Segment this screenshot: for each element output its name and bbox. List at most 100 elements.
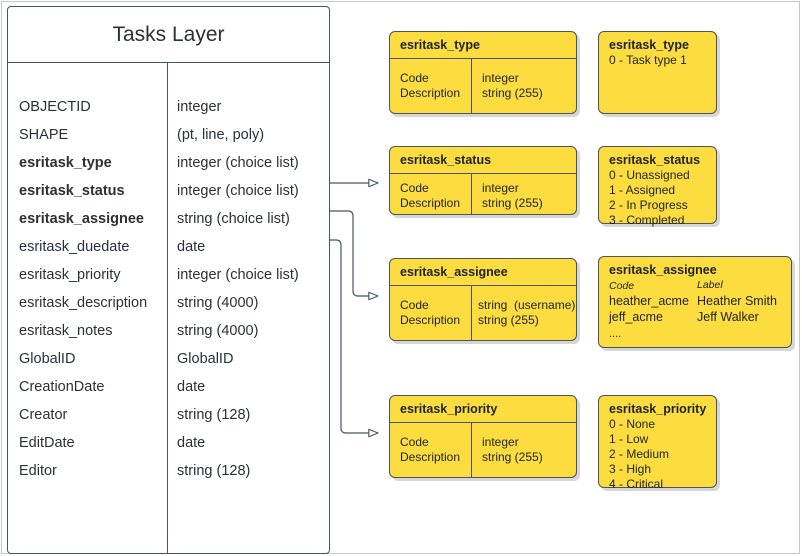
field-type: integer (choice list): [177, 155, 299, 171]
domain-field-names: Code Description: [400, 298, 461, 327]
tasks-layer-field-list: OBJECTID integer SHAPE (pt, line, poly) …: [8, 63, 329, 553]
value-list-title: esritask_assignee: [609, 263, 717, 277]
value-list-title: esritask_status: [609, 153, 701, 167]
domain-table-priority: esritask_priority Code Description integ…: [389, 395, 577, 478]
list-item: heather_acme Heather Smith: [609, 293, 791, 309]
column-divider: [471, 174, 473, 215]
domain-table-assignee: esritask_assignee Code Description strin…: [389, 258, 577, 341]
domain-table-type: esritask_type Code Description integer s…: [389, 31, 577, 114]
field-type: date: [177, 239, 206, 255]
value-list-items: 0 - Task type 1: [599, 53, 716, 68]
list-item: 4 - Critical: [609, 477, 664, 491]
assignee-label: Heather Smith: [697, 294, 777, 308]
list-item: 1 - Low: [609, 432, 649, 446]
field-name: esritask_priority: [19, 267, 121, 283]
value-list-priority: esritask_priority 0 - None 1 - Low 2 - M…: [598, 395, 717, 491]
value-list-title: esritask_type: [609, 38, 689, 52]
list-item: jeff_acme Jeff Walker: [609, 309, 791, 325]
value-list-type: esritask_type 0 - Task type 1: [598, 31, 717, 114]
table-row: SHAPE (pt, line, poly): [8, 121, 329, 149]
table-row: esritask_duedate date: [8, 233, 329, 261]
assignee-label: Jeff Walker: [697, 310, 759, 324]
domain-field-types: integer string (255): [482, 71, 543, 100]
list-item: 2 - Medium: [609, 447, 670, 461]
field-type: GlobalID: [177, 351, 234, 367]
field-type: string (4000): [177, 323, 259, 339]
assignee-code-header: Code: [609, 280, 635, 292]
table-row: EditDate date: [8, 429, 329, 457]
value-list-items: 0 - None 1 - Low 2 - Medium 3 - High 4 -…: [599, 417, 716, 492]
column-divider: [471, 286, 473, 341]
ellipsis-text: ....: [609, 328, 622, 340]
field-name: esritask_assignee: [19, 211, 144, 227]
list-item: 1 - Assigned: [609, 183, 676, 197]
table-row: esritask_assignee string (choice list): [8, 205, 329, 233]
field-name: OBJECTID: [19, 99, 91, 115]
field-name: esritask_status: [19, 183, 125, 199]
assignee-label-header: Label: [697, 279, 723, 291]
field-name: esritask_notes: [19, 323, 113, 339]
domain-table-title: esritask_priority: [390, 396, 576, 423]
table-row: esritask_status integer (choice list): [8, 177, 329, 205]
list-header-row: Code Label: [609, 277, 791, 293]
domain-field-types: integer string (255): [482, 181, 543, 210]
field-name: Editor: [19, 463, 57, 479]
domain-field-names: Code Description: [400, 435, 461, 464]
field-type: string (128): [177, 407, 251, 423]
table-row: esritask_description string (4000): [8, 289, 329, 317]
value-list-items: Code Label heather_acme Heather Smith je…: [599, 277, 791, 340]
field-name: esritask_description: [19, 295, 148, 311]
field-name: Creator: [19, 407, 68, 423]
column-divider: [167, 63, 168, 553]
value-list-items: 0 - Unassigned 1 - Assigned 2 - In Progr…: [599, 168, 716, 228]
field-type: integer: [177, 99, 222, 115]
page-title: Tasks Layer: [8, 7, 329, 63]
field-type: string (128): [177, 463, 251, 479]
column-divider: [471, 59, 473, 114]
value-list-assignee: esritask_assignee Code Label heather_acm…: [598, 256, 792, 348]
assignee-code: jeff_acme: [609, 310, 663, 324]
table-row: CreationDate date: [8, 373, 329, 401]
field-name: EditDate: [19, 435, 75, 451]
table-row: esritask_type integer (choice list): [8, 149, 329, 177]
table-row: OBJECTID integer: [8, 93, 329, 121]
list-item: 0 - Unassigned: [609, 168, 690, 182]
field-type: string (4000): [177, 295, 259, 311]
table-row: Editor string (128): [8, 457, 329, 485]
table-row: Creator string (128): [8, 401, 329, 429]
tasks-layer-table: Tasks Layer OBJECTID integer SHAPE (pt, …: [7, 6, 330, 554]
domain-field-names: Code Description: [400, 181, 461, 210]
field-type: string (choice list): [177, 211, 290, 227]
domain-table-title: esritask_assignee: [390, 259, 576, 286]
domain-table-title: esritask_type: [390, 32, 576, 59]
field-name: esritask_type: [19, 155, 112, 171]
domain-field-names: Code Description: [400, 71, 461, 100]
domain-field-types: string (username) string (255): [478, 298, 576, 327]
table-row: esritask_notes string (4000): [8, 317, 329, 345]
list-item: 3 - High: [609, 462, 652, 476]
domain-table-status: esritask_status Code Description integer…: [389, 146, 577, 215]
list-item: 0 - None: [609, 417, 656, 431]
value-list-status: esritask_status 0 - Unassigned 1 - Assig…: [598, 146, 717, 227]
field-type: integer (choice list): [177, 267, 299, 283]
field-type: integer (choice list): [177, 183, 299, 199]
field-type: date: [177, 379, 206, 395]
domain-table-title: esritask_status: [390, 147, 576, 174]
field-type: (pt, line, poly): [177, 127, 265, 143]
field-name: esritask_duedate: [19, 239, 130, 255]
domain-field-types: integer string (255): [482, 435, 543, 464]
column-divider: [471, 423, 473, 478]
field-name: GlobalID: [19, 351, 76, 367]
list-ellipsis: ....: [609, 325, 791, 340]
field-name: SHAPE: [19, 127, 69, 143]
table-row: esritask_priority integer (choice list): [8, 261, 329, 289]
assignee-code: heather_acme: [609, 294, 689, 308]
value-list-title: esritask_priority: [609, 402, 707, 416]
list-item: 3 - Completed: [609, 213, 685, 227]
list-item: 0 - Task type 1: [609, 53, 687, 67]
field-type: date: [177, 435, 206, 451]
field-name: CreationDate: [19, 379, 105, 395]
list-item: 2 - In Progress: [609, 198, 688, 212]
